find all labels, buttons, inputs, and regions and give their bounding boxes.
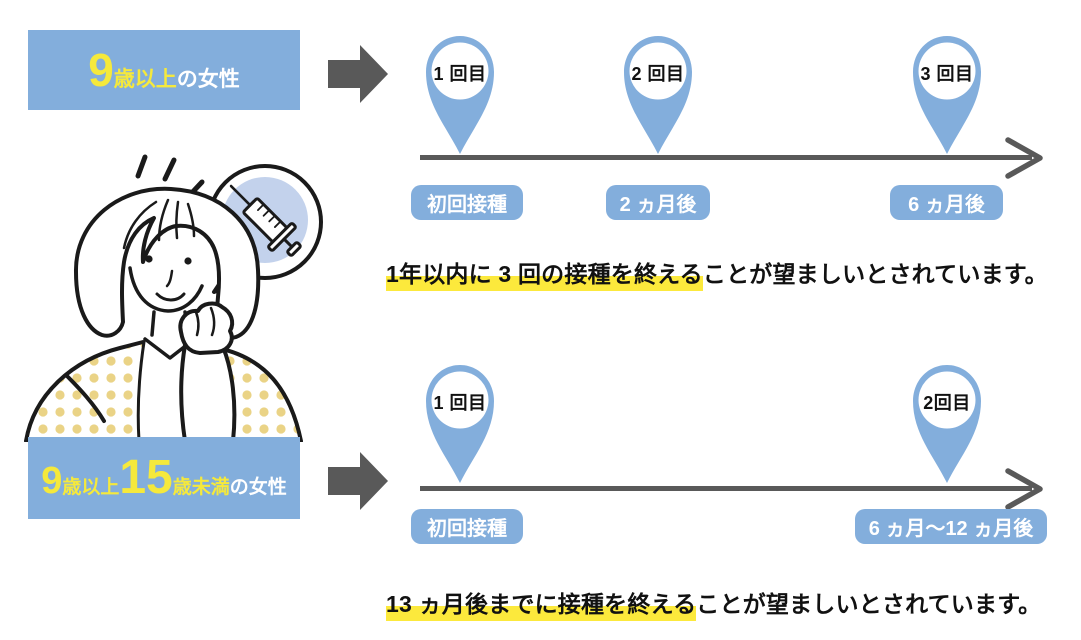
note-text-top: 1年以内に 3 回の接種を終えることが望ましいとされています。 [386,255,1048,291]
timing-badge-first-dose-bottom: 初回接種 [411,509,523,544]
syringe-icon [229,184,302,257]
map-pin-icon [913,36,981,154]
timing-badge-2months: 2 ヵ月後 [606,185,710,220]
age-number: 15 [119,451,173,504]
arm-fold-line [64,373,106,423]
sleeve [179,343,237,442]
map-pin-icon [913,365,981,483]
pin-label: 1 回目 [433,64,487,84]
map-pin-icon [426,365,494,483]
gender-label: の女性 [176,68,240,91]
gender-label: の女性 [229,477,287,498]
timeline-pin-dose2-top: 2 回目 [618,28,698,158]
eye [145,255,153,263]
note-highlight: 13 ヵ月後までに接種を終える [386,591,697,621]
pin-label: 3 回目 [920,64,974,84]
age-suffix: 歳以上 [62,477,120,498]
timeline-line-bottom [420,486,1032,491]
face-outline [128,266,204,313]
timeline-pin-dose1-bottom: 1 回目 [420,357,500,487]
timing-badge-6to12months: 6 ヵ月〜12 ヵ月後 [855,509,1047,544]
note-text-bottom: 13 ヵ月後までに接種を終えることが望ましいとされています。 [386,585,1042,621]
pin-label: 2 回目 [631,64,685,84]
nose-line [165,269,174,288]
woman-illustration [24,154,323,442]
map-pin-icon [426,36,494,154]
chevron-right-icon [1005,468,1043,510]
eye [184,257,192,265]
pin-label: 1 回目 [433,393,487,413]
sparkle-line [135,154,148,179]
age-number: 9 [88,44,114,96]
hair [73,186,261,340]
sparkle-line [162,157,177,182]
pin-label: 2回目 [923,393,971,413]
timeline-line-top [420,155,1032,160]
block-arrow-right-icon [328,452,388,510]
note-rest: ことが望ましいとされています。 [702,261,1048,287]
timing-badge-first-dose-top: 初回接種 [411,185,523,220]
note-highlight: 1年以内に 3 回の接種を終える [386,261,703,291]
timing-badge-6months: 6 ヵ月後 [890,185,1003,220]
age-suffix: 歳以上 [113,68,177,91]
block-arrow-right-icon [328,45,388,103]
fist [178,301,235,355]
age-suffix: 歳未満 [172,477,230,498]
note-rest: ことが望ましいとされています。 [696,591,1042,617]
timeline-pin-dose3-top: 3 回目 [907,28,987,158]
map-pin-icon [624,36,692,154]
smile [155,292,186,302]
timeline-pin-dose2-bottom: 2回目 [907,357,987,487]
age-number: 9 [41,460,63,502]
timeline-pin-dose1-top: 1 回目 [420,28,500,158]
chevron-right-icon [1005,137,1043,179]
